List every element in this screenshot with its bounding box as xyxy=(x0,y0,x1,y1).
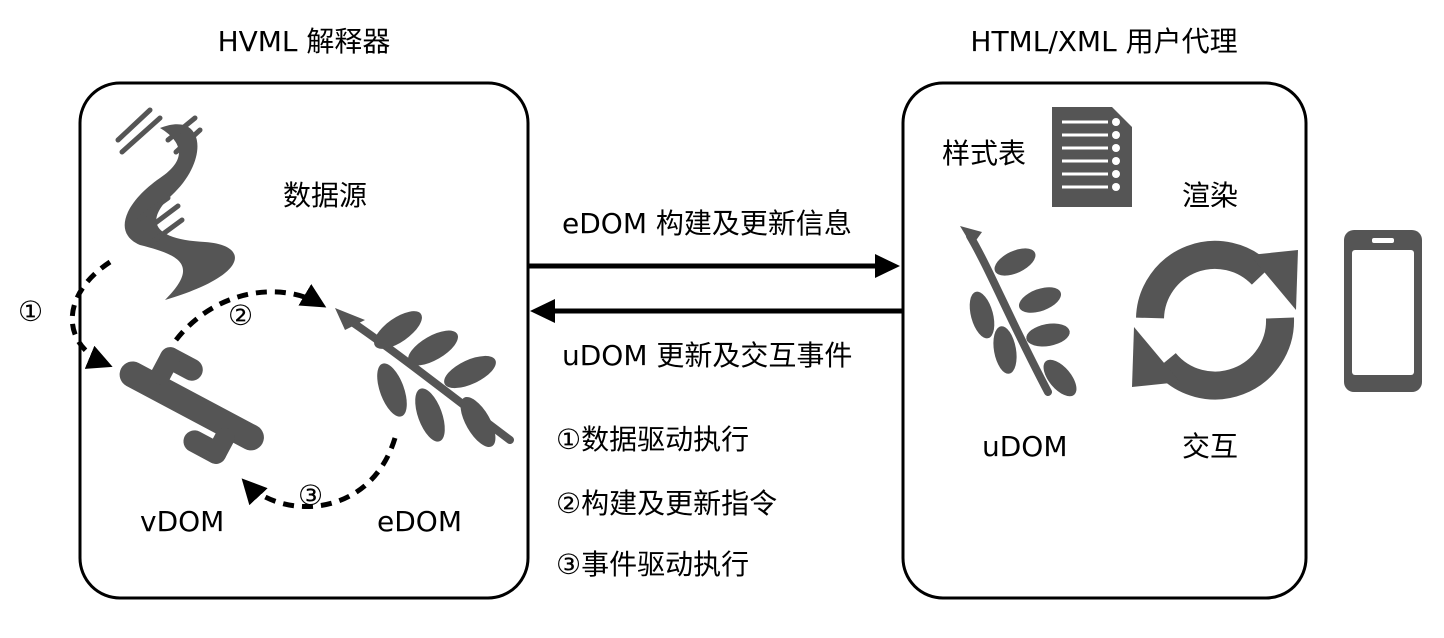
cycle-arrowhead-top xyxy=(1250,250,1298,310)
mobile-phone-icon xyxy=(1344,230,1422,392)
legend-item-3: ③事件驱动执行 xyxy=(556,548,750,581)
step2-dashed-arrow xyxy=(174,284,327,342)
hvml-interpreter-panel xyxy=(78,81,530,600)
legend-item-2: ②构建及更新指令 xyxy=(556,487,778,520)
step1-marker: ① xyxy=(18,295,44,328)
data-source-icon xyxy=(115,107,235,300)
hvml-interpreter-title: HVML 解释器 xyxy=(217,25,391,58)
step3-dashed-arrow xyxy=(241,437,398,509)
user-agent-title: HTML/XML 用户代理 xyxy=(970,25,1238,58)
edom-branch-icon xyxy=(335,308,514,447)
interact-label: 交互 xyxy=(1182,430,1239,463)
step3-marker: ③ xyxy=(298,479,324,512)
edom-label: eDOM xyxy=(377,505,462,538)
useragent-to-udom-arrow xyxy=(530,299,903,323)
stylesheet-label: 样式表 xyxy=(942,137,1027,170)
udom-arrow-label: uDOM 更新及交互事件 xyxy=(562,339,853,372)
vdom-cactus-icon xyxy=(119,347,264,464)
vdom-label: vDOM xyxy=(140,505,225,538)
data-source-label: 数据源 xyxy=(283,179,368,212)
udom-branch-icon xyxy=(960,226,1077,397)
step1-dashed-arrow xyxy=(69,259,113,369)
user-agent-panel xyxy=(901,81,1308,600)
stylesheet-icon xyxy=(1052,107,1132,207)
render-label: 渲染 xyxy=(1182,179,1239,212)
udom-label: uDOM xyxy=(982,430,1068,463)
render-cycle-icon xyxy=(1136,240,1295,400)
step2-marker: ② xyxy=(228,299,254,332)
legend-item-1: ①数据驱动执行 xyxy=(556,423,750,456)
cycle-arrowhead-bottom xyxy=(1132,327,1180,387)
edom-arrow-label: eDOM 构建及更新信息 xyxy=(562,207,852,240)
edom-to-useragent-arrow xyxy=(528,254,900,278)
